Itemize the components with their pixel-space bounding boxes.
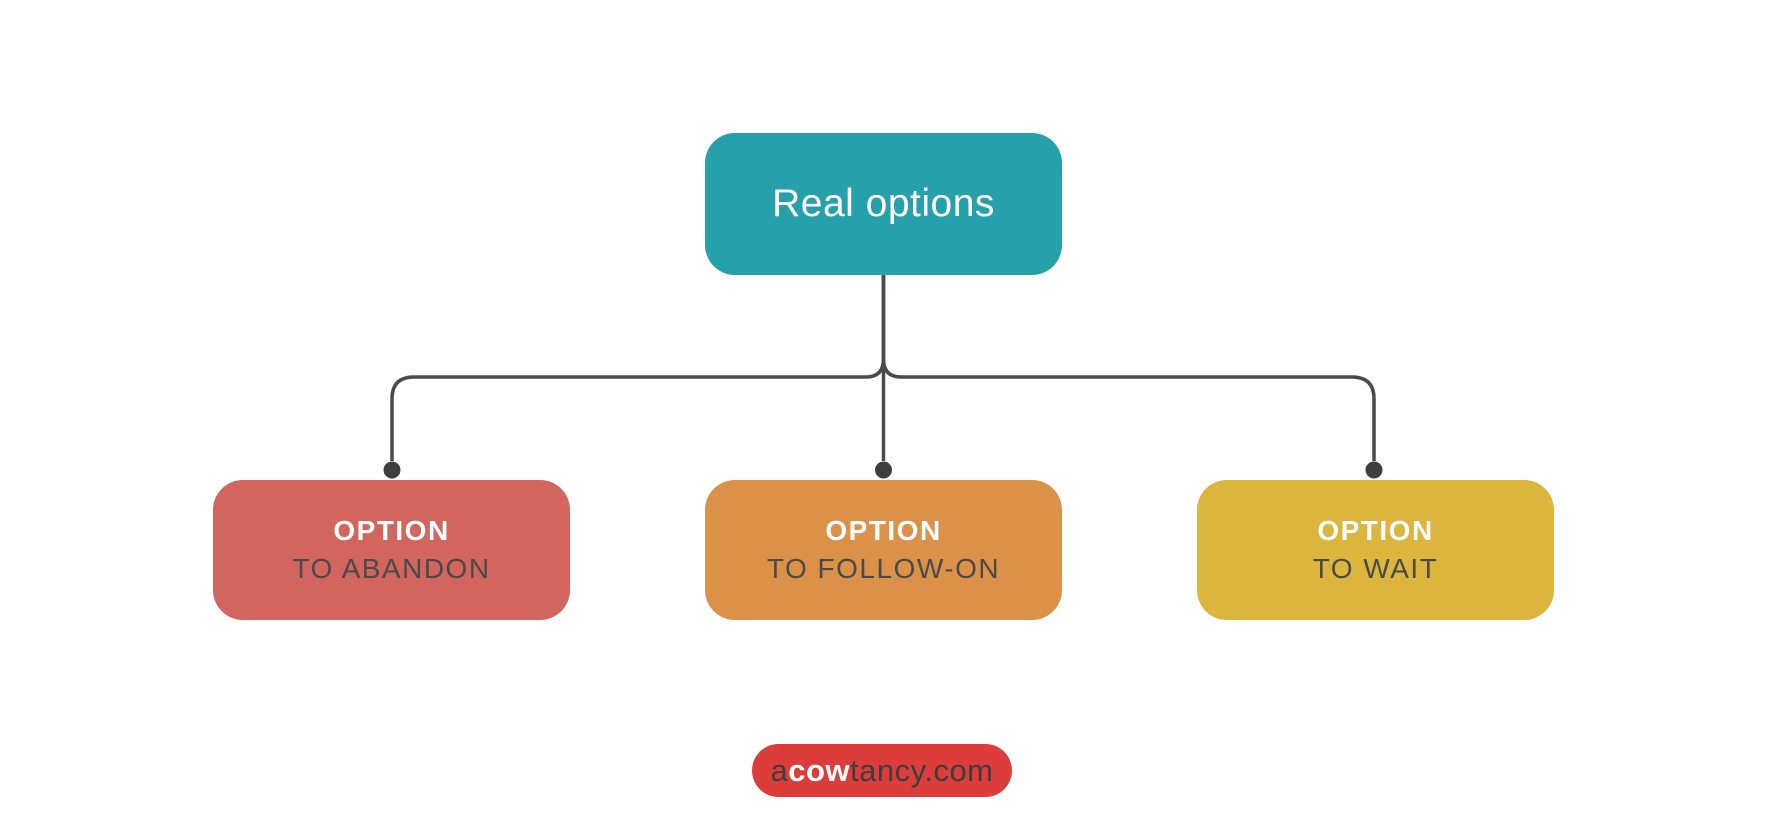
node-option-to-follow-on-subtitle: TO FOLLOW-ON — [766, 553, 1001, 584]
node-real-options: Real options — [705, 133, 1062, 275]
node-option-to-follow-on: OPTION TO FOLLOW-ON — [705, 480, 1062, 620]
node-option-to-abandon: OPTION TO ABANDON — [213, 480, 570, 620]
node-option-to-wait-subtitle: TO WAIT — [1312, 553, 1439, 584]
node-option-to-follow-on-title: OPTION — [825, 515, 942, 546]
badge-suffix-text: tancy.com — [850, 752, 994, 788]
connector-branch-right — [881, 275, 1376, 461]
node-option-to-wait-title: OPTION — [1317, 515, 1434, 546]
node-option-to-abandon-title: OPTION — [333, 515, 450, 546]
connector-branch-left — [390, 275, 886, 461]
node-real-options-label: Real options — [772, 182, 995, 225]
connector-dot-left — [383, 461, 401, 479]
node-option-to-wait: OPTION TO WAIT — [1197, 480, 1554, 620]
badge-highlight-text: cow — [788, 752, 851, 788]
node-option-to-abandon-subtitle: TO ABANDON — [292, 553, 491, 584]
connector-dot-right — [1365, 461, 1383, 479]
connector-dot-middle — [875, 461, 892, 479]
badge-prefix-text: a — [770, 752, 789, 788]
